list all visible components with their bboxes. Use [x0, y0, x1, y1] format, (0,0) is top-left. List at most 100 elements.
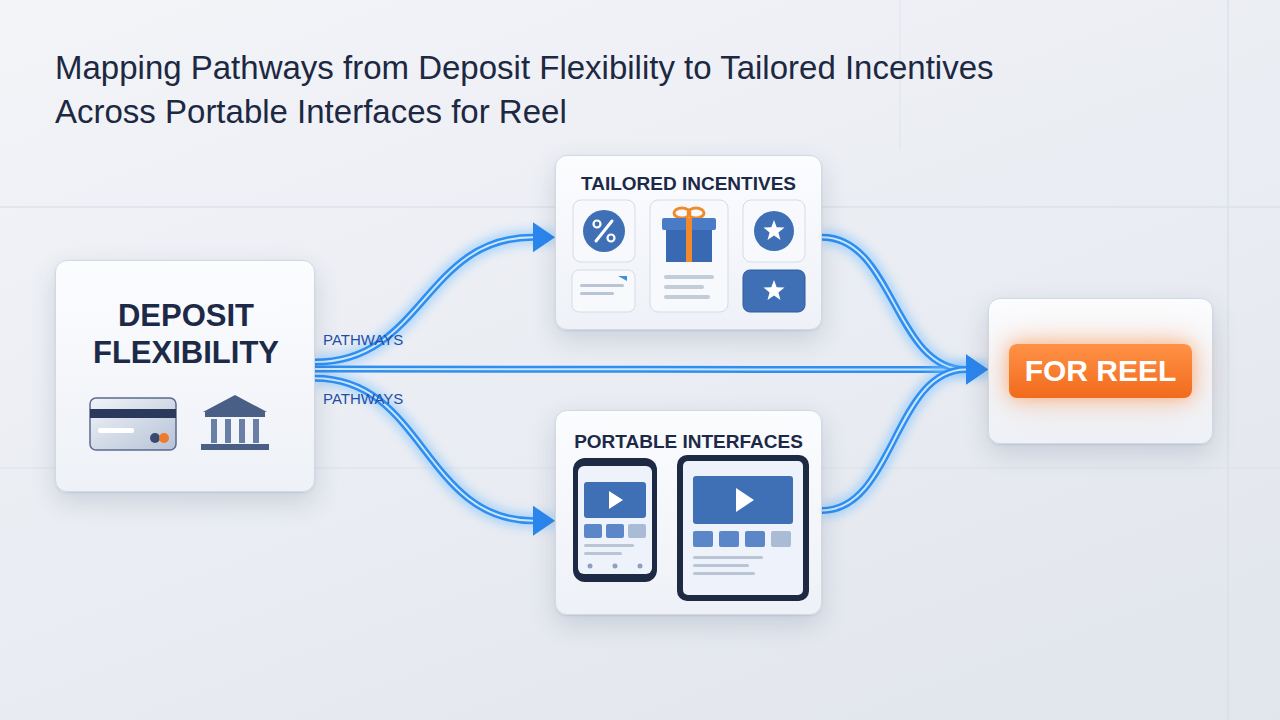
- bank-icon-part: [201, 444, 269, 450]
- flow-connector: [315, 222, 555, 362]
- note-tile-part: [572, 270, 635, 312]
- phone-icon-part: [573, 458, 657, 582]
- gift-tile-part: [664, 275, 714, 279]
- connector-highlight: [315, 368, 966, 371]
- star-tile-part: [743, 270, 805, 312]
- connector-highlight: [315, 237, 533, 362]
- note-tile: [572, 270, 635, 312]
- star-tile: [743, 270, 805, 312]
- phone-icon-part: [609, 491, 623, 509]
- tablet-icon-part: [693, 572, 755, 575]
- note-tile-part: [580, 284, 624, 287]
- gift-tile: [650, 200, 728, 312]
- star-badge-tile-part: [743, 200, 805, 262]
- tablet-icon-part: [745, 531, 765, 547]
- tablet-icon: [677, 455, 809, 601]
- gift-tile-part: [662, 218, 716, 230]
- connector-highlight: [822, 237, 966, 369]
- star-badge-tile-part: [754, 211, 794, 251]
- phone-icon-part: [588, 564, 593, 569]
- flow-connector: [315, 378, 555, 535]
- node-text: DEPOSIT FLEXIBILITY: [76, 297, 296, 371]
- connector-line: [822, 237, 966, 369]
- tablet-icon-part: [693, 531, 713, 547]
- target-box: FOR REEL: [988, 298, 1213, 444]
- source-box: DEPOSIT FLEXIBILITY: [55, 260, 315, 492]
- bank-icon-part: [253, 419, 259, 443]
- tablet-icon-part: [771, 531, 791, 547]
- phone-icon-part: [578, 466, 652, 574]
- diagram-title: Mapping Pathways from Deposit Flexibilit…: [55, 46, 995, 133]
- arrow-head: [533, 506, 555, 536]
- tablet-icon-part: [693, 476, 793, 524]
- background-grid-part: [1228, 0, 1229, 720]
- connector-glow: [315, 378, 555, 520]
- credit-card-icon: [90, 398, 176, 450]
- arrow-head: [966, 355, 988, 385]
- tablet-icon-part: [693, 556, 763, 559]
- node-text: TAILORED INCENTIVES: [556, 173, 821, 195]
- connector-highlight: [822, 370, 966, 511]
- node-text: PORTABLE INTERFACES: [556, 431, 821, 453]
- flow-connector: [822, 355, 988, 511]
- connector-line: [315, 366, 966, 374]
- note-tile-part: [618, 276, 627, 281]
- phone-icon-part: [628, 524, 646, 538]
- tablet-icon-part: [693, 564, 749, 567]
- connector-line: [315, 237, 533, 362]
- credit-card-icon-part: [98, 428, 134, 433]
- star-badge-tile-part: [764, 220, 785, 240]
- tablet-icon-part: [683, 461, 803, 595]
- gift-tile-part: [664, 285, 704, 289]
- star-tile-part: [764, 280, 785, 300]
- bank-icon: [201, 395, 269, 450]
- phone-icon-part: [638, 564, 643, 569]
- flow-connector: [315, 355, 988, 385]
- percent-tile: [573, 200, 635, 262]
- tablet-icon-part: [719, 531, 739, 547]
- arrow-head: [533, 222, 555, 252]
- connector-glow: [822, 237, 988, 369]
- percent-tile-part: [573, 200, 635, 262]
- percent-tile-part: [594, 221, 601, 228]
- bank-icon-part: [211, 419, 217, 443]
- phone-icon-part: [584, 544, 634, 547]
- star-badge-tile: [743, 200, 805, 262]
- credit-card-icon-part: [90, 398, 176, 450]
- connector-glow: [822, 370, 988, 511]
- phone-icon-part: [584, 482, 646, 518]
- interfaces-box: PORTABLE INTERFACES: [555, 410, 822, 615]
- gift-tile-part: [686, 218, 692, 262]
- arrow-head: [966, 355, 988, 385]
- percent-tile-part: [608, 235, 615, 242]
- connector-line: [315, 378, 533, 520]
- gift-tile-part: [688, 208, 704, 218]
- bank-icon-part: [205, 412, 265, 417]
- credit-card-icon-part: [159, 433, 169, 443]
- tablet-icon-part: [736, 488, 754, 512]
- phone-icon-part: [606, 524, 624, 538]
- bank-icon-part: [203, 395, 267, 412]
- bank-icon-part: [225, 419, 231, 443]
- connector-glow: [315, 237, 555, 362]
- gift-tile-part: [664, 295, 710, 299]
- arrow-head: [966, 355, 988, 385]
- phone-icon-part: [584, 552, 622, 555]
- phone-icon-part: [584, 524, 602, 538]
- gift-tile-part: [666, 228, 712, 262]
- percent-tile-part: [596, 221, 612, 241]
- node-text: FOR REEL: [1009, 344, 1193, 398]
- tablet-icon-part: [677, 455, 809, 601]
- connector-line: [822, 370, 966, 511]
- note-tile-part: [580, 292, 614, 295]
- connector-glow: [315, 361, 988, 378]
- phone-icon: [573, 458, 657, 582]
- connector-highlight: [315, 378, 533, 520]
- incentives-box: TAILORED INCENTIVES: [555, 155, 822, 330]
- phone-icon-part: [613, 564, 618, 569]
- credit-card-icon-part: [150, 433, 160, 443]
- gift-tile-part: [674, 208, 690, 218]
- credit-card-icon-part: [90, 409, 176, 418]
